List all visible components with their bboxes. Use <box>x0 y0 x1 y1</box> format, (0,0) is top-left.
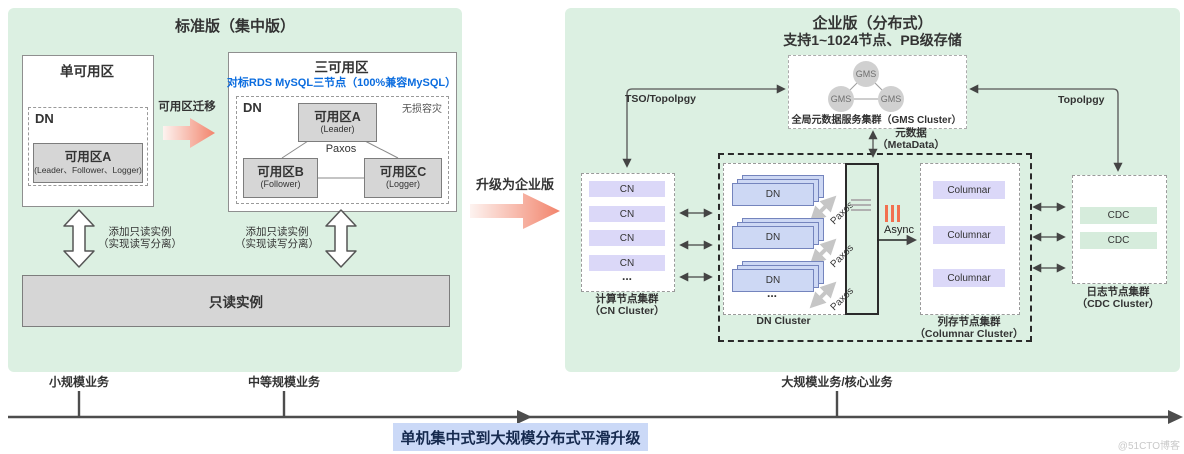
watermark: @51CTO博客 <box>1117 441 1180 452</box>
three-az-subtitle: 对标RDS MySQL三节点（100%兼容MySQL） <box>226 77 457 89</box>
columnar-node: Columnar <box>933 226 1005 244</box>
tso-topology-label: TSO/Topolpgy <box>625 93 696 105</box>
enterprise-panel-title: 企业版（分布式） <box>812 14 933 32</box>
milestone-large-scale: 大规模业务/核心业务 <box>781 374 893 389</box>
metadata-line2: （MetaData） <box>877 139 945 151</box>
upgrade-arrow-label: 升级为企业版 <box>475 176 554 192</box>
single-az-zone-title: 可用区A <box>64 149 112 164</box>
az-b-title: 可用区B <box>257 164 304 179</box>
gms-node: GMS <box>828 86 854 112</box>
readonly-bidirectional-arrow <box>63 209 357 268</box>
dn-node: DN <box>732 226 814 249</box>
dn-cluster-label: DN Cluster <box>756 315 811 327</box>
milestone-medium-scale: 中等规模业务 <box>247 374 320 389</box>
timeline-caption: 单机集中式到大规模分布式平滑升级 <box>393 423 648 451</box>
paxos-label-left: Paxos <box>325 143 357 155</box>
replication-bus-bar <box>845 163 879 315</box>
enterprise-panel-subtitle: 支持1~1024节点、PB级存储 <box>783 31 962 48</box>
gms-node: GMS <box>878 86 904 112</box>
cn-node: CN <box>589 255 665 271</box>
columnar-cdc-arrows <box>1032 202 1066 273</box>
cdc-node: CDC <box>1080 232 1157 249</box>
paxos-triangle-lines <box>281 140 399 179</box>
az-c-subtitle: (Logger) <box>385 179 421 189</box>
timeline-axis <box>8 391 1183 424</box>
readonly-note-left: 添加只读实例 （实现读写分离） <box>95 225 185 251</box>
single-az-zone-box: 可用区A (Leader、Follower、Logger) <box>33 143 143 183</box>
three-az-title: 三可用区 <box>314 60 369 75</box>
az-c-box: 可用区C (Logger) <box>364 158 442 198</box>
single-az-title: 单可用区 <box>60 64 114 79</box>
tso-topology-connector <box>622 84 786 168</box>
disaster-recovery-label: 无损容灾 <box>402 104 442 115</box>
az-c-title: 可用区C <box>379 164 427 179</box>
cn-dn-arrows <box>679 208 713 282</box>
columnar-cluster-label-en: （Columnar Cluster） <box>914 327 1024 340</box>
cn-cluster-label-cn: 计算节点集群 <box>595 292 659 305</box>
cdc-cluster-box <box>1072 175 1167 284</box>
migration-arrow-label: 可用区迁移 <box>158 101 216 113</box>
metadata-label: 元数据 （MetaData） <box>877 126 945 152</box>
dn-ellipsis: ... <box>766 286 777 300</box>
columnar-node: Columnar <box>933 181 1005 199</box>
async-stream-icon <box>885 205 900 222</box>
cn-node: CN <box>589 230 665 246</box>
gms-cluster-label: 全局元数据服务集群（GMS Cluster） <box>791 115 962 126</box>
replication-queue-icon <box>851 199 871 211</box>
az-a-subtitle: (Leader) <box>320 124 355 134</box>
readonly-note-line1: 添加只读实例 <box>245 226 309 238</box>
single-az-zone-subtitle: (Leader、Follower、Logger) <box>34 165 142 175</box>
az-b-subtitle: (Follower) <box>260 179 301 189</box>
topology-connector <box>969 84 1123 172</box>
cdc-cluster-label-cn: 日志节点集群 <box>1086 285 1150 298</box>
az-a-title: 可用区A <box>314 109 361 124</box>
readonly-note-line1: 添加只读实例 <box>108 226 172 238</box>
migration-arrow <box>163 118 215 148</box>
readonly-note-right: 添加只读实例 （实现读写分离） <box>232 225 322 251</box>
milestone-small-scale: 小规模业务 <box>48 374 109 389</box>
upgrade-arrow <box>470 193 560 229</box>
columnar-node: Columnar <box>933 269 1005 287</box>
cn-cluster-label-en: （CN Cluster） <box>589 304 665 317</box>
dn-node: DN <box>732 183 814 206</box>
cdc-node: CDC <box>1080 207 1157 224</box>
paxos-replication-arrows <box>809 195 837 309</box>
dn-node: DN <box>732 269 814 292</box>
gms-node: GMS <box>853 61 879 87</box>
three-az-dn-label: DN <box>243 100 262 115</box>
async-label: Async <box>884 223 914 236</box>
topology-label: Topolpgy <box>1058 94 1105 106</box>
single-az-dn-label: DN <box>35 111 54 126</box>
cn-ellipsis: ... <box>621 269 632 283</box>
cn-node: CN <box>589 181 665 197</box>
columnar-cluster-label-cn: 列存节点集群 <box>937 315 1001 328</box>
readonly-note-line2: （实现读写分离） <box>235 238 319 250</box>
readonly-note-line2: （实现读写分离） <box>98 238 182 250</box>
cdc-cluster-label-en: （CDC Cluster） <box>1076 297 1160 310</box>
az-b-box: 可用区B (Follower) <box>243 158 318 198</box>
metadata-line1: 元数据 <box>895 127 927 139</box>
az-a-box: 可用区A (Leader) <box>298 103 377 142</box>
cn-node: CN <box>589 206 665 222</box>
readonly-instance-bar: 只读实例 <box>22 275 450 327</box>
standard-panel-title: 标准版（集中版） <box>174 17 295 35</box>
